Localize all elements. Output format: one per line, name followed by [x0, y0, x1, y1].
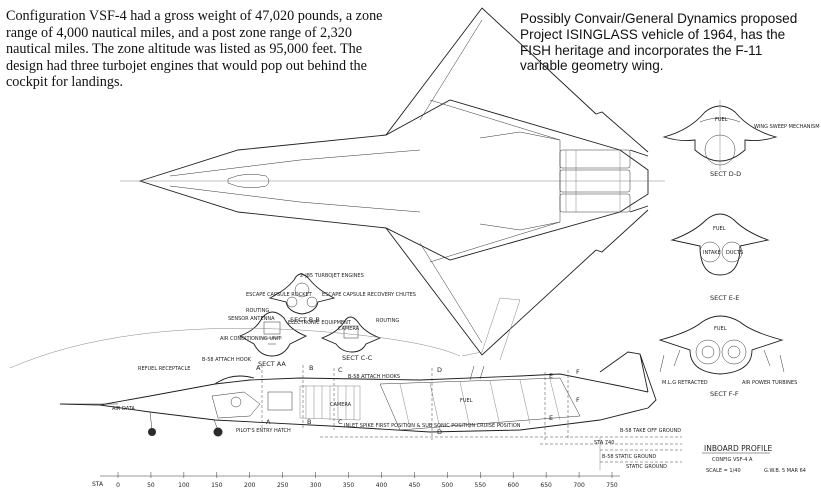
title-signature: G.W.B. 5 MAR 64 [764, 468, 806, 474]
cut-letter-a-top: A [256, 364, 261, 372]
section-d-d: FUEL WING SWEEP MECHANISM SECT D-D [662, 100, 820, 178]
station-tick-label: 350 [343, 482, 355, 489]
section-ee-title: SECT E-E [710, 294, 739, 302]
title-config: CONFIG VSF-4 A [712, 457, 753, 463]
b58-attach-hooks-label: B-58 ATTACH HOOKS [348, 374, 400, 380]
cut-letter-b-bottom: B [307, 418, 311, 426]
intake-label: INTAKE [703, 250, 721, 256]
caption-left-line: nautical miles. The zone altitude was li… [6, 41, 363, 58]
caption-left-line: design had three turbojet engines that w… [6, 57, 367, 74]
section-dd-title: SECT D-D [710, 170, 741, 178]
pilots-entry-hatch-label: PILOT'S ENTRY HATCH [236, 428, 291, 434]
caption-right-line: FISH heritage and incorporates the F-11 [520, 42, 763, 58]
ducts-label: DUCTS [726, 250, 743, 256]
wing-sweep-label: WING SWEEP MECHANISM [754, 124, 820, 130]
mlg-retracted-label: M.L.G RETRACTED [662, 380, 708, 386]
section-a-a: SENSOR ANTENNA ELECTRONIC EQUIPMENT AIR … [220, 311, 352, 368]
station-tick-label: 550 [475, 482, 487, 489]
station-tick-label: 250 [277, 482, 289, 489]
caption-right-line: Possibly Convair/General Dynamics propos… [520, 11, 798, 26]
air-data-probe-label: AIR DATA [112, 406, 135, 412]
station-tick-label: 750 [606, 482, 618, 489]
camera-label: CAMERA [338, 326, 360, 332]
cut-letter-f-bottom: F [576, 396, 580, 404]
station-tick-label: 200 [244, 482, 256, 489]
air-conditioning-label: AIR CONDITIONING UNIT [220, 336, 282, 342]
title-scale: SCALE = 1/40 [706, 468, 741, 474]
sensor-antenna-label: SENSOR ANTENNA [228, 316, 275, 322]
plan-view [120, 7, 665, 356]
section-b-b: 2-J85 TURBOJET ENGINES ESCAPE CAPSULE RO… [246, 273, 416, 324]
sta-740-label: STA 740 [594, 440, 614, 446]
b58-attach-hook-label: B-58 ATTACH HOOK [202, 357, 252, 363]
caption-left-line: Configuration VSF-4 had a gross weight o… [6, 8, 383, 24]
electronic-equipment-label: ELECTRONIC EQUIPMENT [288, 320, 352, 326]
turbojet-engines-label: 2-J85 TURBOJET ENGINES [300, 273, 364, 279]
cut-letter-a-bottom: A [266, 418, 271, 426]
station-tick-label: 150 [211, 482, 223, 489]
title-inboard-profile: INBOARD PROFILE [704, 444, 772, 453]
cut-letter-b-top: B [309, 364, 313, 372]
section-aa-title: SECT AA [258, 360, 286, 368]
station-tick-label: 400 [376, 482, 388, 489]
title-block: INBOARD PROFILE CONFIG VSF-4 A SCALE = 1… [702, 444, 806, 474]
cut-letter-c-top: C [338, 366, 343, 374]
static-ground-label: STATIC GROUND [626, 464, 667, 470]
station-tick-label: 450 [409, 482, 421, 489]
fuel-label: FUEL [715, 117, 728, 123]
cut-letter-c-bottom: C [338, 418, 343, 426]
b58-static-ground-label: B-58 STATIC GROUND [602, 454, 656, 460]
cut-letter-e-bottom: E [549, 414, 553, 422]
inlet-spike-label: INLET SPIKE FIRST POSITION & SUB SONIC P… [344, 423, 521, 429]
station-scale-prefix: STA [92, 481, 104, 488]
escape-recovery-label: ESCAPE CAPSULE RECOVERY CHUTES [322, 292, 416, 298]
cut-letter-f-top: F [576, 368, 580, 376]
caption-right: Possibly Convair/General Dynamics propos… [520, 11, 820, 74]
station-tick-label: 700 [573, 482, 585, 489]
routing-label: ROUTING [246, 308, 269, 314]
inboard-profile: REFUEL RECEPTACLE B-58 ATTACH HOOK B-58 … [9, 297, 682, 470]
station-tick-label: 0 [116, 482, 120, 489]
section-bb-title: SECT B-B [290, 316, 320, 324]
camera-label: CAMERA [330, 402, 352, 408]
section-e-e: FUEL INTAKE DUCTS SECT E-E [670, 213, 770, 302]
takeoff-ground-label: B-58 TAKE OFF GROUND [620, 428, 681, 434]
caption-left: Configuration VSF-4 had a gross weight o… [6, 8, 394, 91]
station-tick-label: 300 [310, 482, 322, 489]
station-scale: STA 0 50 100 150 200 250 300 350 400 450 500 550 600… [92, 472, 620, 489]
air-power-turbines-label: AIR POWER TURBINES [742, 380, 797, 386]
cut-letter-d-bottom: D [437, 428, 442, 436]
fuel-label: FUEL [460, 398, 473, 404]
refuel-receptacle-label: REFUEL RECEPTACLE [138, 366, 190, 372]
caption-left-line: range of 4,000 nautical miles, and a pos… [6, 24, 352, 41]
fuel-label: FUEL [714, 326, 727, 332]
station-tick-label: 650 [540, 482, 552, 489]
caption-left-line: cockpit for landings. [6, 74, 124, 91]
station-tick-label: 100 [178, 482, 190, 489]
section-ff-title: SECT F-F [710, 390, 739, 398]
caption-right-line: Project ISINGLASS vehicle of 1964, has t… [520, 26, 786, 42]
escape-rocket-label: ESCAPE CAPSULE ROCKET [246, 292, 313, 298]
station-tick-label: 50 [147, 482, 155, 489]
section-cc-title: SECT C-C [342, 354, 373, 362]
section-f-f: FUEL M.L.G RETRACTED AIR POWER TURBINES … [658, 315, 797, 398]
routing-label: ROUTING [376, 318, 399, 324]
caption-right-line: variable geometry wing. [520, 58, 664, 74]
station-tick-label: 600 [507, 482, 519, 489]
section-c-c: CAMERA ROUTING SECT C-C [320, 316, 399, 362]
station-tick-label: 500 [442, 482, 454, 489]
cut-letter-d-top: D [437, 366, 442, 374]
cut-letter-e-top: E [549, 372, 553, 380]
fuel-label: FUEL [713, 226, 726, 232]
